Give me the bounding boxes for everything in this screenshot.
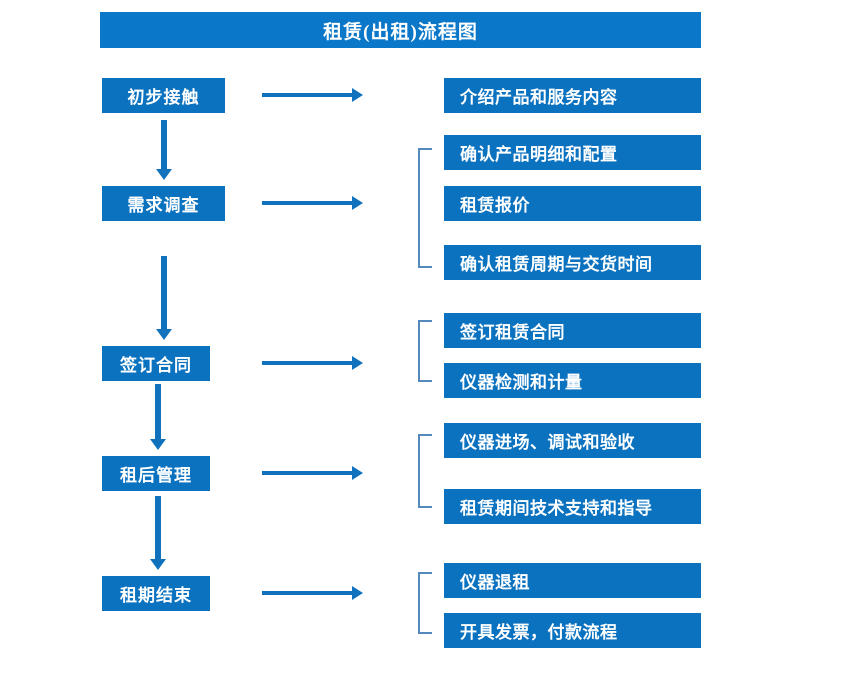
right-arrow-5 [262,586,363,600]
stage-node-4[interactable]: 租后管理 [102,456,210,491]
down-arrow-4-shaft [155,496,161,559]
detail-node-7[interactable]: 仪器进场、调试和验收 [444,423,701,458]
stage-node-1-label: 初步接触 [127,88,200,107]
detail-node-10[interactable]: 开具发票，付款流程 [444,613,701,648]
down-arrow-2-shaft [161,256,167,329]
detail-node-4[interactable]: 确认租赁周期与交货时间 [444,245,701,280]
group-bracket-5 [418,572,432,634]
down-arrow-1 [156,120,172,180]
stage-node-1[interactable]: 初步接触 [102,78,225,113]
detail-node-4-label: 确认租赁周期与交货时间 [460,255,653,274]
detail-node-9[interactable]: 仪器退租 [444,563,701,598]
stage-node-4-label: 租后管理 [120,466,192,485]
detail-node-5[interactable]: 签订租赁合同 [444,313,701,348]
down-arrow-3-shaft [155,384,161,439]
stage-node-3-label: 签订合同 [120,356,192,375]
stage-node-2[interactable]: 需求调查 [102,186,225,221]
right-arrow-4-head [352,466,363,480]
down-arrow-3-head [150,439,166,450]
detail-node-8-label: 租赁期间技术支持和指导 [460,499,653,518]
detail-node-1[interactable]: 介绍产品和服务内容 [444,78,701,113]
detail-node-10-label: 开具发票，付款流程 [460,623,618,642]
down-arrow-1-shaft [161,120,167,169]
down-arrow-1-head [156,169,172,180]
stage-node-5[interactable]: 租期结束 [102,576,210,611]
detail-node-3-label: 租赁报价 [460,196,530,215]
detail-node-6-label: 仪器检测和计量 [460,373,583,392]
detail-node-3[interactable]: 租赁报价 [444,186,701,221]
down-arrow-3 [150,384,166,450]
page-title: 租赁(出租)流程图 [100,12,701,48]
detail-node-6[interactable]: 仪器检测和计量 [444,363,701,398]
down-arrow-2-head [156,329,172,340]
detail-node-1-label: 介绍产品和服务内容 [460,88,618,107]
right-arrow-2-head [352,196,363,210]
right-arrow-5-head [352,586,363,600]
detail-node-9-label: 仪器退租 [460,573,530,592]
right-arrow-4 [262,466,363,480]
right-arrow-3-shaft [262,361,354,365]
right-arrow-2 [262,196,363,210]
right-arrow-1 [262,88,363,102]
down-arrow-4 [150,496,166,570]
right-arrow-2-shaft [262,201,354,205]
group-bracket-3 [418,320,432,382]
right-arrow-5-shaft [262,591,354,595]
group-bracket-4 [418,434,432,508]
right-arrow-3-head [352,356,363,370]
right-arrow-4-shaft [262,471,354,475]
right-arrow-3 [262,356,363,370]
stage-node-2-label: 需求调查 [127,196,200,215]
stage-node-5-label: 租期结束 [120,586,192,605]
stage-node-3[interactable]: 签订合同 [102,346,210,381]
right-arrow-1-head [352,88,363,102]
detail-node-2-label: 确认产品明细和配置 [460,145,618,164]
down-arrow-2 [156,256,172,340]
detail-node-2[interactable]: 确认产品明细和配置 [444,135,701,170]
detail-node-7-label: 仪器进场、调试和验收 [460,433,635,452]
down-arrow-4-head [150,559,166,570]
detail-node-5-label: 签订租赁合同 [460,323,565,342]
group-bracket-2 [418,148,432,268]
detail-node-8[interactable]: 租赁期间技术支持和指导 [444,489,701,524]
right-arrow-1-shaft [262,93,354,97]
